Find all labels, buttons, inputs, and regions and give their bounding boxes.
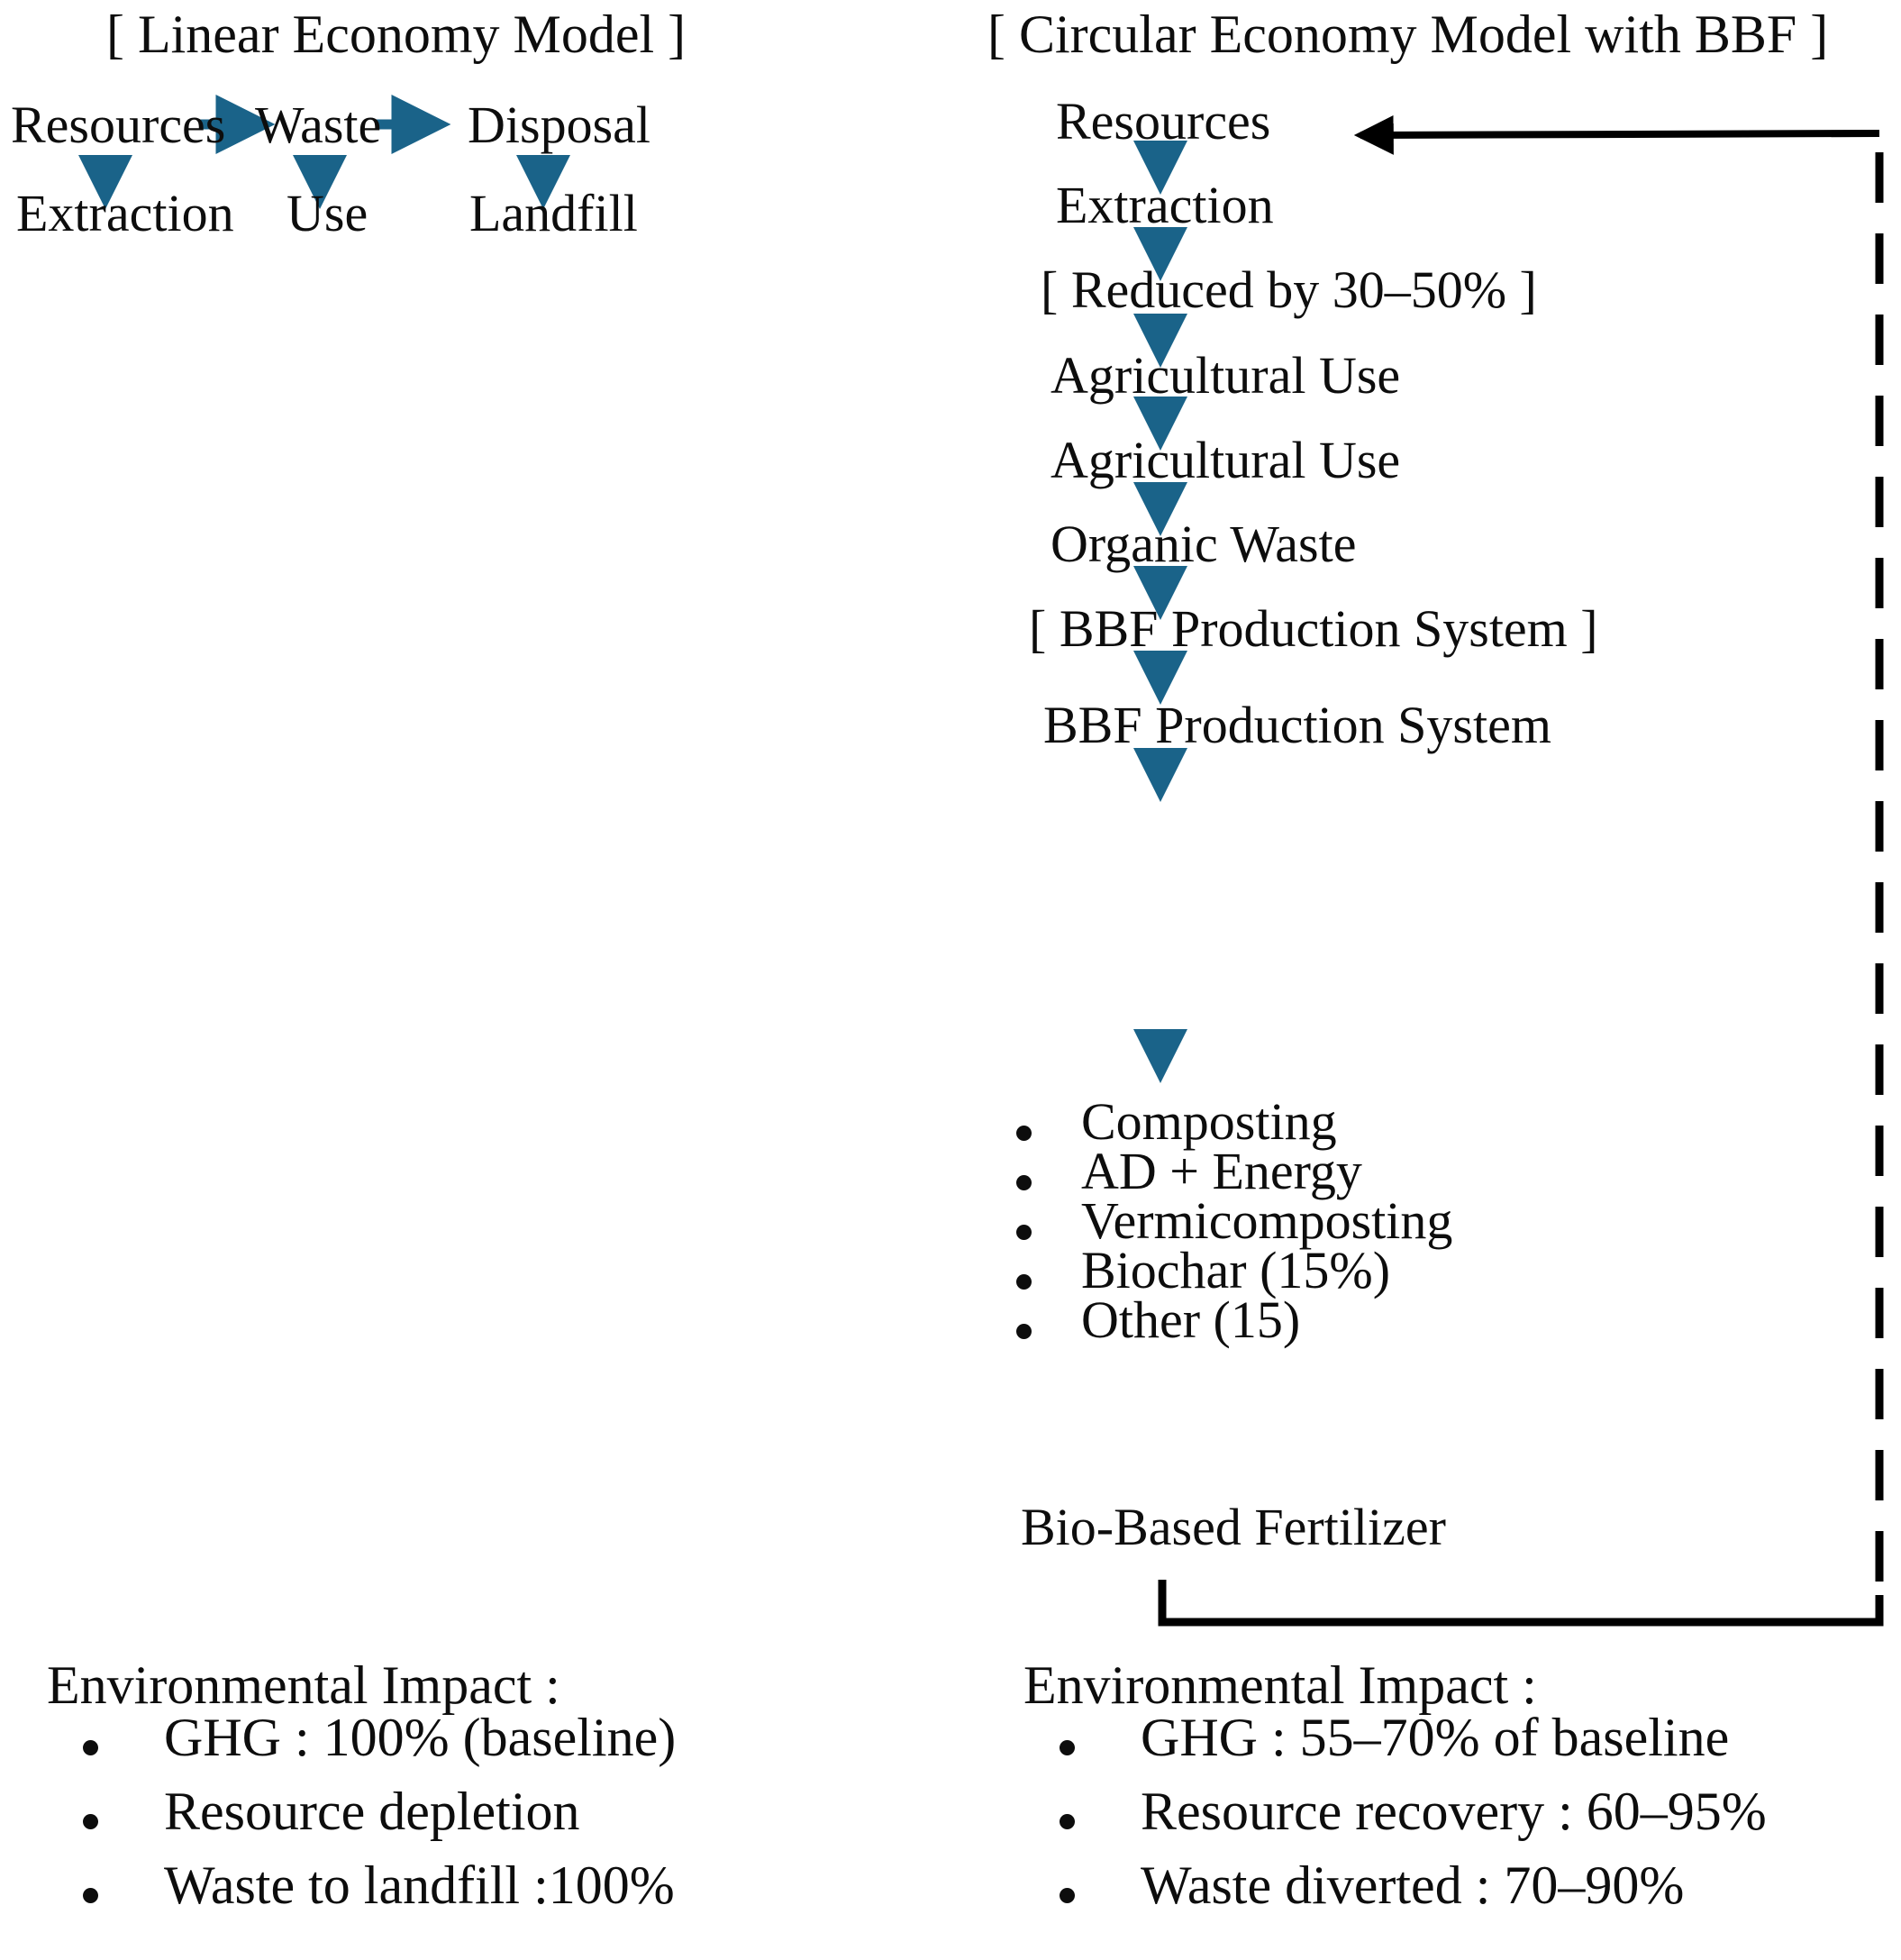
circular-option-item: Composting (1081, 1092, 1337, 1151)
linear-node-waste: Waste (255, 96, 382, 154)
circular-node-agricultural-use-2: Agricultural Use (1051, 431, 1401, 489)
circular-node-bbf-bracket: [ BBF Production System ] (1029, 599, 1598, 658)
bullet-dot-icon (1016, 1225, 1032, 1240)
circular-impact-item: Resource recovery : 60–95% (1141, 1782, 1767, 1841)
linear-node-disposal: Disposal (468, 96, 650, 154)
linear-node-resources: Resources (11, 96, 226, 154)
circular-node-organic-waste: Organic Waste (1051, 515, 1357, 573)
bullet-dot-icon (83, 1888, 98, 1903)
linear-node-use: Use (287, 184, 368, 242)
bullet-dot-icon (1016, 1324, 1032, 1339)
loop-arrow-into-resources (1353, 114, 1880, 155)
loop-bottom-segment (1158, 1580, 1884, 1627)
bullet-dot-icon (1060, 1814, 1075, 1829)
bullet-dot-icon (1016, 1175, 1032, 1190)
bullet-dot-icon (1016, 1274, 1032, 1290)
circular-model-title: [ Circular Economy Model with BBF ] (987, 5, 1829, 64)
bullet-dot-icon (1060, 1888, 1075, 1903)
linear-model-title: [ Linear Economy Model ] (106, 5, 687, 64)
linear-node-landfill: Landfill (469, 184, 638, 242)
bullet-dot-icon (1060, 1740, 1075, 1755)
circular-option-item: AD + Energy (1081, 1142, 1362, 1200)
circular-node-resources: Resources (1056, 92, 1271, 150)
linear-impact-item: Resource depletion (164, 1782, 580, 1841)
circular-node-reduced: [ Reduced by 30–50% ] (1041, 260, 1537, 319)
linear-impact-item: Waste to landfill :100% (164, 1855, 675, 1915)
linear-impact-item: GHG : 100% (baseline) (164, 1708, 677, 1767)
bullet-dot-icon (1016, 1126, 1032, 1141)
linear-vertical-arrows (78, 155, 570, 210)
linear-impact-heading: Environmental Impact : (47, 1655, 560, 1715)
circular-node-extraction: Extraction (1056, 176, 1274, 234)
circular-impact-item: Waste diverted : 70–90% (1141, 1855, 1685, 1915)
circular-option-item: Other (15) (1081, 1290, 1301, 1349)
circular-impact-heading: Environmental Impact : (1023, 1655, 1537, 1715)
bullet-dot-icon (83, 1740, 98, 1755)
circular-impact-item: GHG : 55–70% of baseline (1141, 1708, 1730, 1767)
linear-node-extraction: Extraction (16, 184, 234, 242)
circular-node-agricultural-use-1: Agricultural Use (1051, 346, 1401, 405)
circular-option-item: Biochar (15%) (1081, 1241, 1391, 1299)
circular-node-bbf-system: BBF Production System (1043, 696, 1551, 754)
bullet-dot-icon (83, 1814, 98, 1829)
circular-option-item: Vermicomposting (1081, 1191, 1453, 1250)
circular-node-bio-based-fertilizer: Bio-Based Fertilizer (1021, 1498, 1446, 1556)
